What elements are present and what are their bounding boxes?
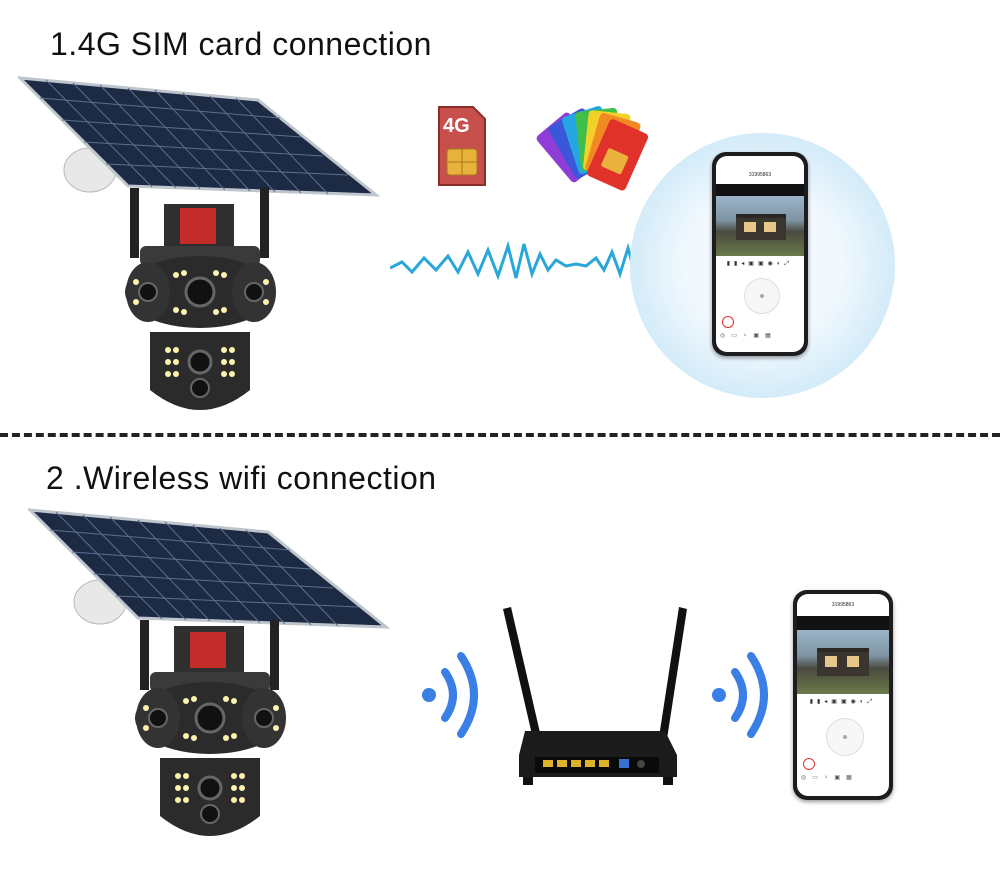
phone-screen: 31995863 ▮▮◂▣▣◉◐⤢ ◎▭♀▣▦	[797, 594, 889, 796]
phone-status: 31995863	[831, 602, 855, 608]
section-1-heading: 1.4G SIM card connection	[50, 26, 432, 62]
phone-record-icon	[722, 316, 734, 328]
phone-status: 31995863	[748, 172, 772, 178]
sim-card-icon: 4G	[437, 105, 487, 187]
wifi-wave-icon	[422, 652, 478, 738]
solar-camera-icon	[18, 76, 381, 410]
phone-screen: 31995863 ▮▮◂▣▣◉◐⤢ ◎▭♀▣▦	[716, 156, 804, 352]
phone-video-feed	[797, 630, 889, 694]
phone-controls: ▮▮◂▣▣◉◐⤢	[726, 261, 794, 267]
phone-bottom-icons: ◎▭♀▣▦	[801, 775, 858, 781]
phone-video-feed	[716, 196, 804, 256]
smartphone-icon: 31995863 ▮▮◂▣▣◉◐⤢ ◎▭♀▣▦	[793, 590, 893, 800]
router-icon	[503, 607, 687, 785]
phone-ptz-pad	[826, 718, 864, 756]
phone-bottom-icons: ◎▭♀▣▦	[720, 333, 777, 339]
section-2-heading: 2 .Wireless wifi connection	[46, 460, 437, 496]
sim-card-label: 4G	[443, 115, 470, 137]
phone-toolbar	[797, 616, 889, 630]
phone-record-icon	[803, 758, 815, 770]
phone-ptz-pad	[744, 278, 780, 314]
phone-toolbar	[716, 184, 804, 196]
rainbow-sim-cards-icon	[536, 106, 649, 191]
solar-camera-icon	[28, 508, 391, 836]
section-divider	[0, 433, 1000, 437]
phone-controls: ▮▮◂▣▣◉◐⤢	[809, 699, 877, 705]
smartphone-icon: 31995863 ▮▮◂▣▣◉◐⤢ ◎▭♀▣▦	[712, 152, 808, 356]
wifi-wave-icon	[712, 652, 768, 738]
